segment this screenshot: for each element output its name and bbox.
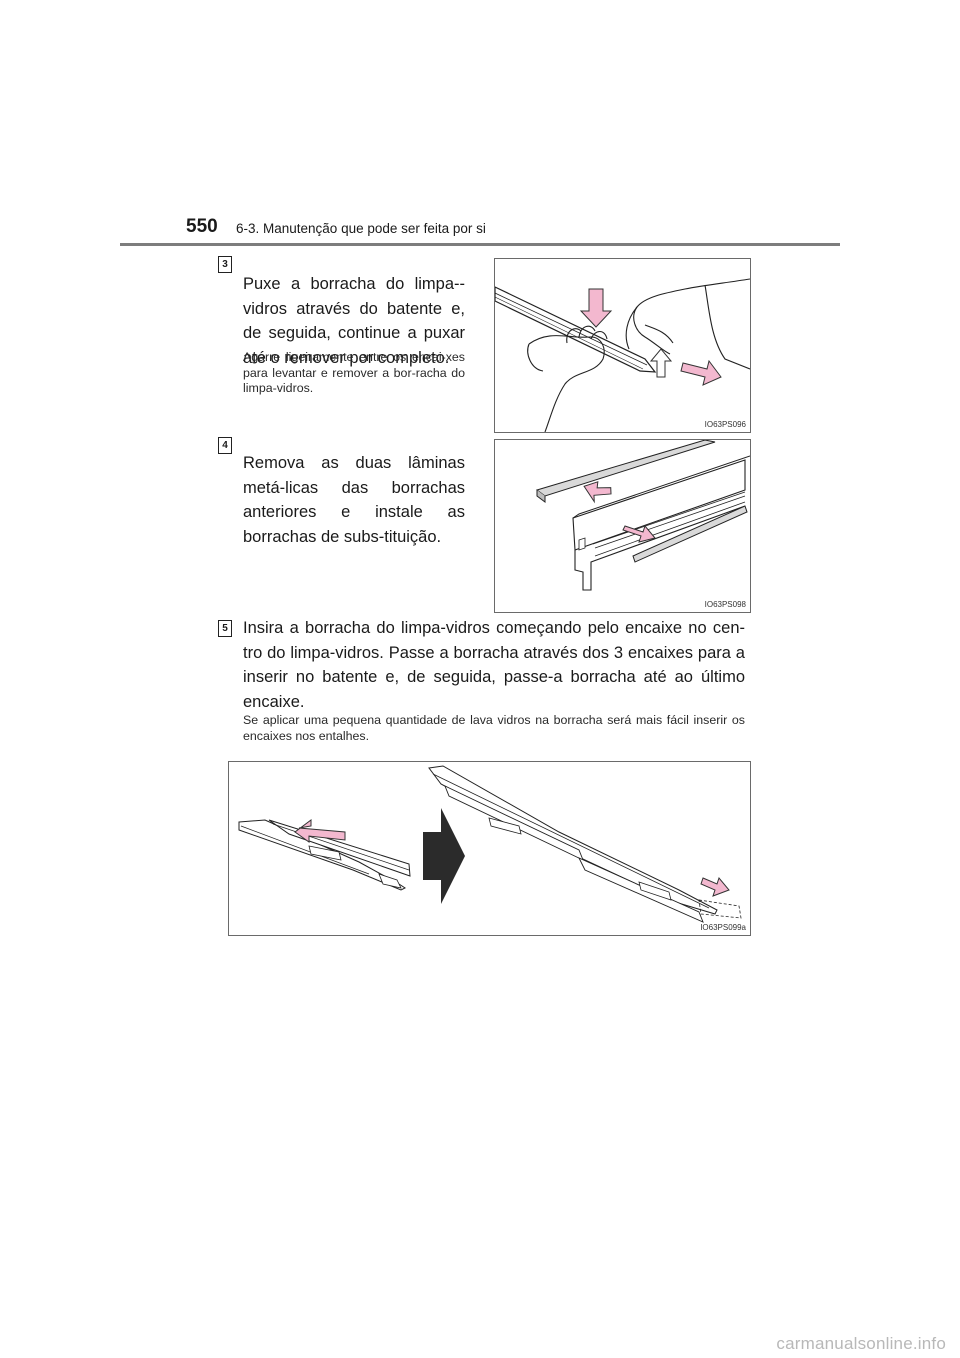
step-4-text: Remova as duas lâminas metá-licas das bo… bbox=[243, 454, 465, 546]
figure-remove-rubber: IO63PS096 bbox=[494, 258, 751, 433]
figure-metal-strips: IO63PS098 bbox=[494, 439, 751, 613]
figure-insert-rubber: IO63PS099a bbox=[228, 761, 751, 936]
step-3-badge: 3 bbox=[218, 256, 232, 273]
section-title: 6-3. Manutenção que pode ser feita por s… bbox=[236, 221, 486, 236]
figure-insert-rubber-illustration bbox=[238, 765, 742, 923]
figure-code-096: IO63PS096 bbox=[704, 420, 746, 429]
step-3-text: Puxe a borracha do limpa--vidros através… bbox=[243, 275, 465, 367]
figure-code-099a: IO63PS099a bbox=[700, 923, 746, 932]
figure-remove-rubber-illustration bbox=[495, 278, 750, 432]
step-5-text: Insira a borracha do limpa-vidros começa… bbox=[243, 619, 745, 711]
step-5-badge: 5 bbox=[218, 620, 232, 637]
watermark: carmanualsonline.info bbox=[776, 1334, 946, 1353]
figure-metal-strips-illustration bbox=[535, 440, 750, 591]
figure-code-098: IO63PS098 bbox=[704, 600, 746, 609]
step-3-note: Agarre ligeiramente entre os encai-xes p… bbox=[243, 350, 465, 395]
header-divider bbox=[120, 243, 840, 246]
page-number: 550 bbox=[186, 216, 218, 237]
step-4-badge: 4 bbox=[218, 437, 232, 454]
step-5-note: Se aplicar uma pequena quantidade de lav… bbox=[243, 713, 745, 743]
